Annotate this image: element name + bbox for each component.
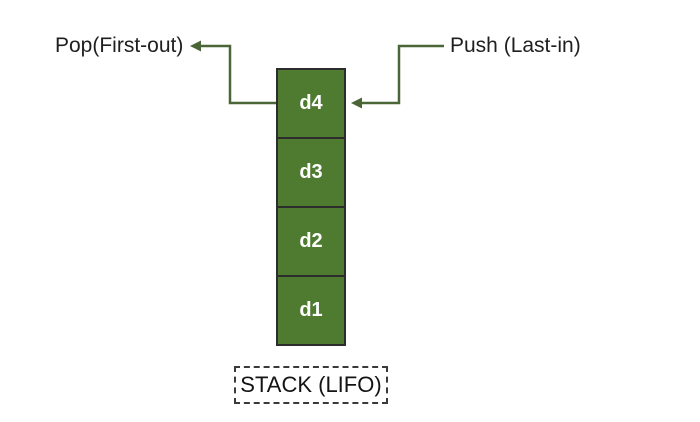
stack-cell-d2: d2: [276, 206, 346, 277]
stack-cell-d1: d1: [276, 275, 346, 346]
stack-cell-label: d1: [299, 299, 323, 321]
stack-cell-d3: d3: [276, 137, 346, 208]
stack-cell-label: d3: [299, 161, 323, 183]
stack-cell-label: d2: [299, 230, 323, 252]
stack-cell-label: d4: [299, 92, 323, 114]
pop-arrow: [190, 40, 276, 105]
push-label: Push (Last-in): [450, 34, 581, 57]
caption-box: STACK (LIFO): [234, 366, 388, 404]
stack-cell-d4: d4: [276, 68, 346, 139]
push-arrow: [351, 44, 444, 109]
stack-column: d4 d3 d2 d1: [276, 68, 346, 346]
pop-label: Pop(First-out): [55, 34, 184, 57]
caption-label: STACK (LIFO): [240, 372, 382, 397]
